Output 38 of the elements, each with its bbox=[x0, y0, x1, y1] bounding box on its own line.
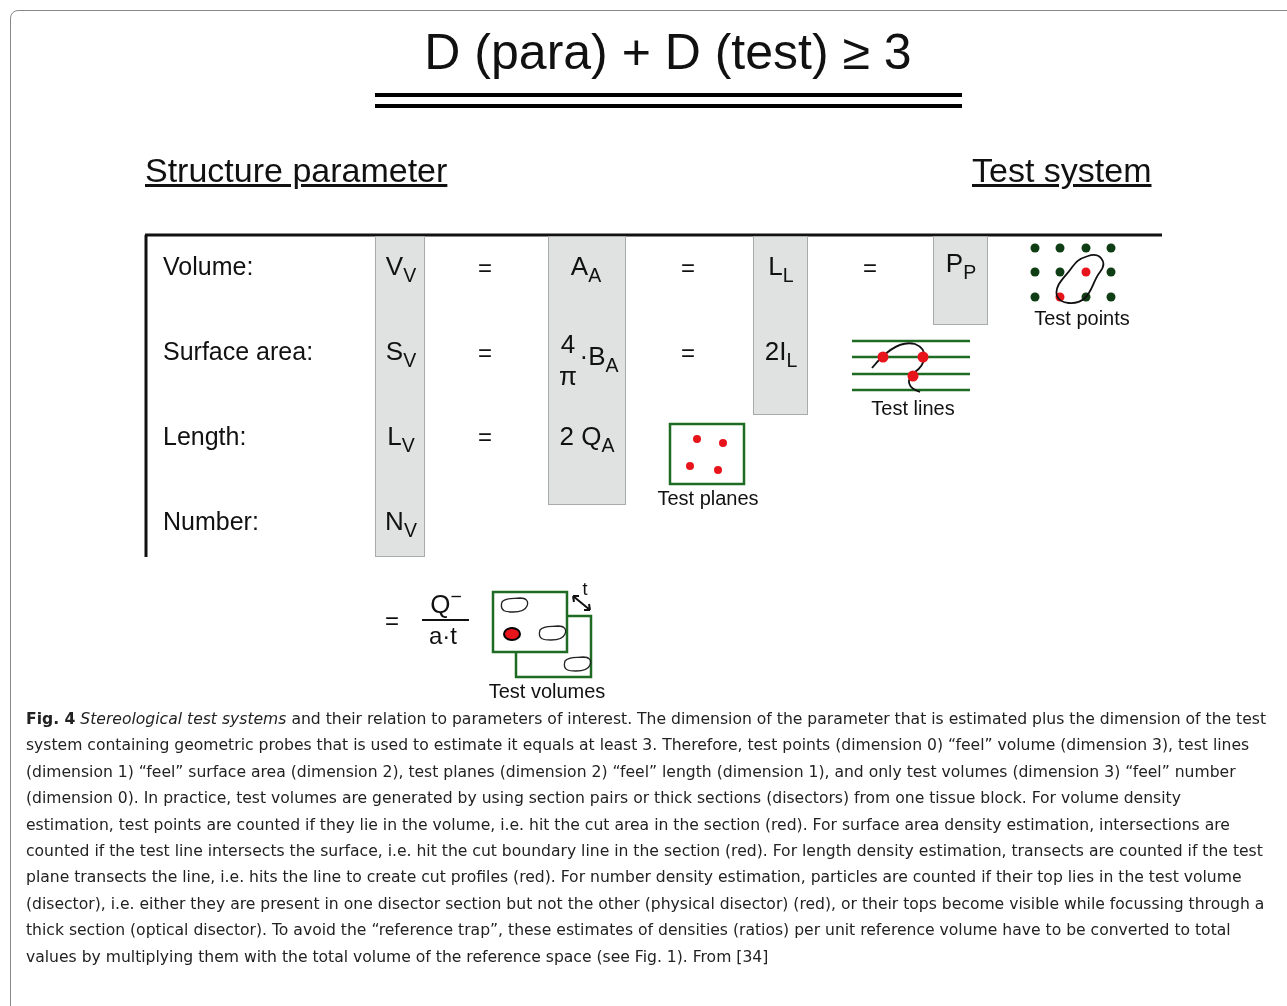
drawing-caption: Test volumes bbox=[488, 681, 606, 701]
row-label: Length: bbox=[163, 424, 247, 450]
column-box bbox=[548, 236, 626, 505]
equals-sign: = bbox=[681, 341, 695, 365]
formula-symbol: N$_{V}$ bbox=[385, 507, 417, 541]
formula-symbol: V$_{V}$ bbox=[385, 252, 417, 286]
column-box bbox=[375, 236, 425, 557]
equals-sign: = bbox=[681, 256, 695, 280]
fraction-numerator: Q$^{−}$ bbox=[430, 587, 462, 617]
thickness-label: t bbox=[582, 580, 588, 598]
formula-symbol: S$_{V}$ bbox=[385, 337, 417, 371]
equals-sign: = bbox=[478, 341, 492, 365]
drawing-caption: Test planes bbox=[657, 488, 759, 508]
equals-sign: = bbox=[863, 256, 877, 280]
fraction-numerator: 4 bbox=[560, 331, 576, 357]
formula-symbol: L$_{V}$ bbox=[387, 422, 415, 456]
formula-symbol: A$_{A}$ bbox=[570, 252, 602, 286]
row-label: Volume: bbox=[163, 254, 254, 280]
title: D (para) + D (test) ≥ 3 bbox=[424, 27, 912, 77]
formula-symbol: 2I$_{L}$ bbox=[764, 337, 798, 371]
formula-symbol: L$_{L}$ bbox=[768, 252, 794, 286]
fraction-denominator: π bbox=[559, 363, 577, 389]
drawing-caption: Test lines bbox=[871, 398, 955, 418]
equals-sign: = bbox=[478, 425, 492, 449]
section-heading: Structure parameter bbox=[145, 153, 448, 188]
equals-sign: = bbox=[478, 256, 492, 280]
row-label: Surface area: bbox=[163, 339, 314, 365]
section-heading: Test system bbox=[972, 153, 1152, 188]
formula-symbol: P$_{P}$ bbox=[945, 249, 977, 283]
row-label: Number: bbox=[163, 509, 259, 535]
formula-symbol: ·B$_{A}$ bbox=[579, 342, 619, 376]
figure-caption: Fig. 4 Stereological test systems and their relation to parameters of interest. The dimension of the parameter that is estimated plus the dimension of the test system containing geometric probes that is used to estimate it equals at least 3. Therefore, test points (dimension 0) “feel” volume (dimension 3), test lines (dimension 1) “feel” surface area (dimension 2), test planes (dimension 2) “feel” length (dimension 1), and only test volumes (dimension 3) “feel” number (dimension 0). In practice, test volumes are generated by using section pairs or thick sections (disectors) from one tissue block. For volume density estimation, test points are counted if they lie in the volume, i.e. hit the cut area in the section (red). For surface area density estimation, intersections are counted if the test line intersects the surface, i.e. hit the cut boundary line in the section (red). For length density estimation, transects are counted if the test plane transects the line, i.e. hits the line to create cut profiles (red). For number density estimation, particles are counted if their top lies in the test volume (disector), i.e. either they are present in one disector section but not the other (physical disector) (red), or their tops become visible while focussing through a thick section (optical disector). To avoid the “reference trap”, these estimates of densities (ratios) per unit reference volume have to be converted to total values by multiplying them with the total volume of the reference space (see Fig. 1). From [34] bbox=[26, 709, 1268, 968]
column-box bbox=[933, 236, 988, 325]
drawing-caption: Test points bbox=[1034, 308, 1130, 328]
formula-symbol: 2 Q$_{A}$ bbox=[559, 422, 615, 456]
fraction-denominator: a·t bbox=[429, 624, 457, 648]
equals-sign: = bbox=[385, 609, 399, 633]
column-box bbox=[753, 236, 808, 415]
